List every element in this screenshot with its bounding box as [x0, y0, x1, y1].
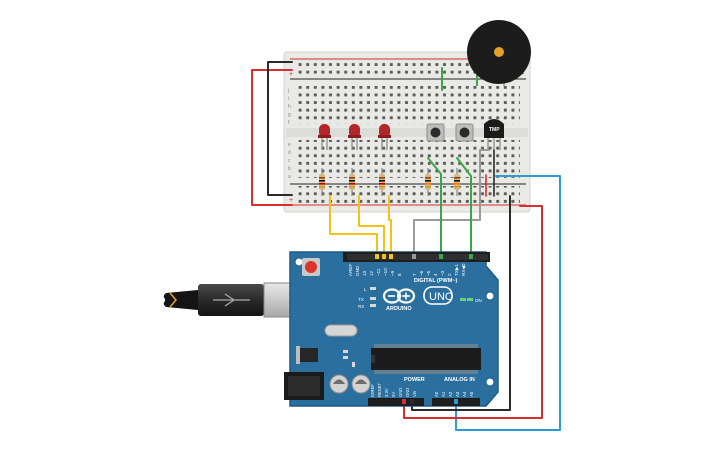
- uno-badge: UNO: [423, 286, 454, 305]
- wire-red-left[interactable]: [251, 69, 293, 206]
- model-label: UNO: [429, 291, 454, 303]
- wire-yellow-2[interactable]: [358, 195, 385, 257]
- brand-label: ARDUINO: [386, 306, 412, 312]
- wire-black-left[interactable]: [267, 61, 293, 196]
- aref-label: AREF: [348, 264, 353, 276]
- led[interactable]: [318, 124, 331, 150]
- rx-label: RX: [358, 304, 364, 309]
- row-label: d: [288, 150, 291, 156]
- power-pin-label: GND: [398, 388, 403, 397]
- row-label: h: [288, 104, 291, 110]
- led[interactable]: [348, 124, 361, 150]
- crystal: [324, 324, 358, 337]
- wire-red-5v[interactable]: [403, 205, 543, 419]
- row-label: e: [288, 142, 291, 148]
- power-pin-labels: IOREF RESET 3.3V 5V GND GND Vin: [370, 383, 417, 397]
- capacitor: [351, 374, 371, 394]
- row-label: g: [288, 112, 291, 118]
- power-pin-label: IOREF: [370, 384, 375, 397]
- power-pin-label: 3.3V: [384, 388, 389, 397]
- pin-label: ~11: [376, 268, 381, 276]
- upper-terminal-holes: [296, 86, 520, 124]
- pin-label: ~10: [383, 268, 388, 276]
- wire-yellow-1[interactable]: [329, 195, 378, 257]
- pin-label: RX◀0: [461, 263, 466, 276]
- pin-label: ~9: [390, 270, 395, 276]
- wire-endpoints: [375, 254, 473, 404]
- l-label: L: [364, 287, 367, 292]
- pin-label: ~6: [419, 270, 424, 276]
- wire-blue-analog[interactable]: [455, 175, 561, 431]
- gnd-label: GND: [355, 265, 360, 276]
- analog-pin-labels: A0 A1 A2 A3 A4 A5: [434, 391, 474, 397]
- pin-label: 8: [397, 273, 402, 276]
- resistor[interactable]: [379, 168, 385, 196]
- led[interactable]: [378, 124, 391, 150]
- sensor-label: TMP: [489, 127, 500, 133]
- wire-yellow-3[interactable]: [388, 195, 392, 257]
- wire-green-button-2[interactable]: [456, 157, 472, 257]
- power-pin-label: RESET: [377, 383, 382, 397]
- wire-green-button-1[interactable]: [427, 157, 442, 257]
- analog-pin-label: A5: [469, 391, 474, 397]
- power-pin-label: Vin: [412, 390, 417, 397]
- buzzer-icon[interactable]: [467, 20, 531, 86]
- row-label: j: [287, 88, 289, 94]
- analog-pin-label: A0: [434, 391, 439, 397]
- power-pin-label: 5V: [391, 392, 396, 397]
- pin-label: ~3: [440, 270, 445, 276]
- pin-label: 4: [433, 273, 438, 276]
- analog-pin-label: A1: [441, 391, 446, 397]
- top-rail-holes: [296, 61, 520, 77]
- rail-plus-label-bottom: +: [289, 197, 293, 204]
- breadboard: + + - j i h g f e d c b a: [283, 51, 531, 213]
- row-label: b: [288, 166, 291, 172]
- analog-pin-label: A3: [455, 391, 460, 397]
- row-label: f: [288, 120, 290, 126]
- resistor[interactable]: [425, 168, 431, 196]
- wire-gray-sensor[interactable]: [413, 149, 490, 257]
- resistor[interactable]: [349, 168, 355, 196]
- arduino-logo-icon: [382, 288, 416, 304]
- voltage-regulator: [300, 348, 318, 362]
- analog-title: ANALOG IN: [444, 377, 475, 383]
- tx-label: TX: [358, 297, 364, 302]
- analog-pin-label: A2: [448, 391, 453, 397]
- temperature-sensor-icon[interactable]: TMP: [484, 119, 504, 150]
- power-pin-label: GND: [405, 388, 410, 397]
- capacitor: [329, 374, 349, 394]
- row-label: a: [288, 174, 291, 180]
- pin-label: 13: [362, 270, 367, 276]
- center-channel: [286, 128, 528, 137]
- on-led: [460, 298, 466, 301]
- row-label: i: [288, 96, 289, 102]
- pin-label: 2: [447, 273, 452, 276]
- pin-label: ~5: [426, 270, 431, 276]
- row-label: c: [288, 158, 291, 164]
- push-button[interactable]: [455, 123, 474, 142]
- rail-plus-label-top: +: [289, 71, 293, 78]
- on-label: ON: [475, 298, 482, 303]
- microcontroller-chip: [371, 344, 481, 374]
- row-letters: j i h g f e d c b a: [287, 88, 291, 180]
- resistor[interactable]: [454, 168, 460, 196]
- pin-label: TX▶1: [454, 264, 459, 276]
- reset-button[interactable]: [302, 258, 320, 276]
- pin-label: 12: [369, 270, 374, 276]
- power-jack[interactable]: [284, 372, 324, 400]
- resistor[interactable]: [319, 168, 325, 196]
- power-header: [368, 398, 424, 406]
- analog-pin-label: A4: [462, 391, 467, 397]
- digital-pin-labels: AREF GND 13 12 ~11 ~10 ~9 8 7 ~6 ~5 4 ~3…: [348, 263, 466, 276]
- digital-title: DIGITAL (PWM~): [414, 278, 458, 284]
- arduino-board[interactable]: AREF GND 13 12 ~11 ~10 ~9 8 7 ~6 ~5 4 ~3…: [284, 251, 499, 407]
- lower-terminal-holes: [296, 140, 520, 178]
- rail-minus-label-top: -: [522, 71, 525, 78]
- pin-label: 7: [412, 273, 417, 276]
- push-button[interactable]: [426, 123, 445, 142]
- power-title: POWER: [404, 377, 425, 383]
